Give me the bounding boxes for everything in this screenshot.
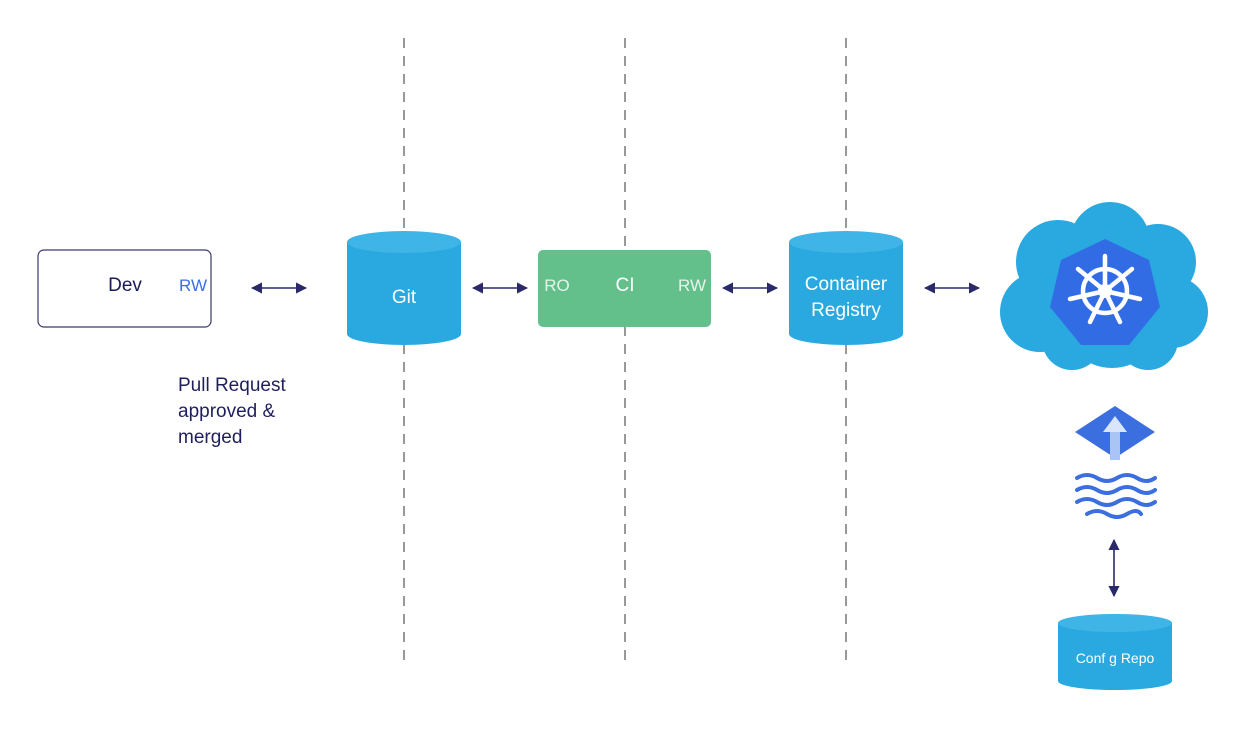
dev-label: Dev — [108, 275, 142, 296]
registry-label-line-1: Container — [805, 274, 888, 295]
ci-access-in-label: RO — [544, 276, 570, 295]
ci-node[interactable]: RO CI RW — [538, 250, 711, 327]
git-label: Git — [392, 287, 417, 308]
pr-annotation: Pull Request approved & merged — [178, 375, 286, 448]
annotation-line-3: merged — [178, 427, 242, 448]
annotation-line-2: approved & — [178, 401, 276, 422]
dev-node[interactable]: Dev RW — [37, 249, 212, 328]
config-repo-label: Conf g Repo — [1076, 650, 1155, 666]
dev-access-label: RW — [179, 276, 207, 295]
registry-node[interactable]: Container Registry — [789, 231, 903, 345]
git-node[interactable]: Git — [347, 231, 461, 345]
ci-access-out-label: RW — [678, 276, 706, 295]
registry-label-line-2: Registry — [811, 300, 881, 321]
ci-label: CI — [616, 275, 635, 296]
cluster-node[interactable] — [1000, 202, 1208, 370]
config-repo-node[interactable]: Conf g Repo — [1058, 614, 1172, 690]
kubernetes-helm-icon — [1050, 239, 1160, 345]
flux-gitops-icon — [1075, 406, 1157, 519]
annotation-line-1: Pull Request — [178, 375, 286, 396]
